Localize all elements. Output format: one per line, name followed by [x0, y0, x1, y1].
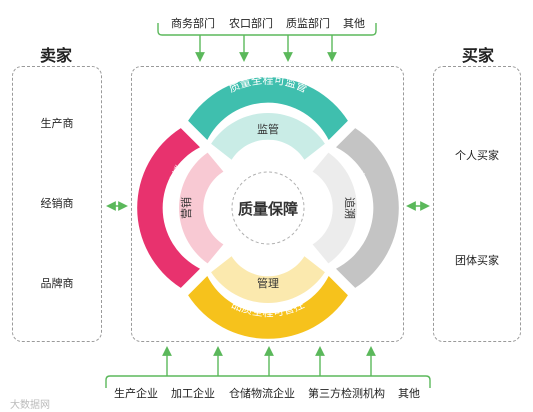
watermark-text: 大数据网: [10, 400, 50, 411]
segment-left-inner: [179, 152, 224, 264]
buyers-title: 买家: [462, 46, 495, 65]
top-label-other: 其他: [343, 17, 365, 30]
buyers-box: 个人买家 团体买家: [433, 66, 521, 342]
segment-bottom-inner: [211, 256, 325, 303]
core-circle: [227, 167, 309, 249]
sellers-box: 生产商 经销商 品牌商: [12, 66, 102, 342]
right-inner-label: 追溯: [343, 197, 357, 219]
seller-item: 经销商: [40, 197, 74, 210]
bottom-label-logistics: 仓储物流企业: [229, 387, 295, 400]
buyer-item: 个人买家: [455, 149, 499, 162]
left-inner-label: 营销: [179, 197, 193, 219]
bottom-label-other: 其他: [398, 387, 420, 400]
bottom-label-testing: 第三方检测机构: [308, 387, 385, 400]
bottom-inner-label: 管理: [257, 276, 279, 290]
top-label-quality-supervision: 质监部门: [286, 17, 330, 30]
top-inner-label: 监管: [257, 122, 279, 136]
seller-item: 品牌商: [40, 277, 74, 290]
quality-center-box: [131, 66, 404, 342]
bottom-bracket: [105, 346, 431, 388]
top-label-commerce: 商务部门: [171, 17, 215, 30]
top-bracket: [157, 23, 377, 62]
buyer-item: 团体买家: [455, 254, 499, 267]
core-dashed-ring: [231, 171, 305, 245]
core-label: 质量保障: [238, 200, 298, 218]
segment-right-outer: [336, 128, 399, 288]
segment-bottom-outer: [188, 276, 348, 339]
segment-right-inner: [312, 152, 357, 264]
top-label-agriculture: 农口部门: [229, 17, 273, 30]
segment-top-outer: [188, 77, 348, 140]
sellers-title: 卖家: [40, 46, 73, 65]
segment-left-outer: [137, 128, 200, 288]
seller-item: 生产商: [40, 117, 74, 130]
bottom-label-producer: 生产企业: [114, 387, 158, 400]
segment-top-inner: [211, 113, 325, 160]
right-outer-label: 产品全程可追溯: [352, 168, 372, 243]
bottom-label-processor: 加工企业: [171, 387, 215, 400]
